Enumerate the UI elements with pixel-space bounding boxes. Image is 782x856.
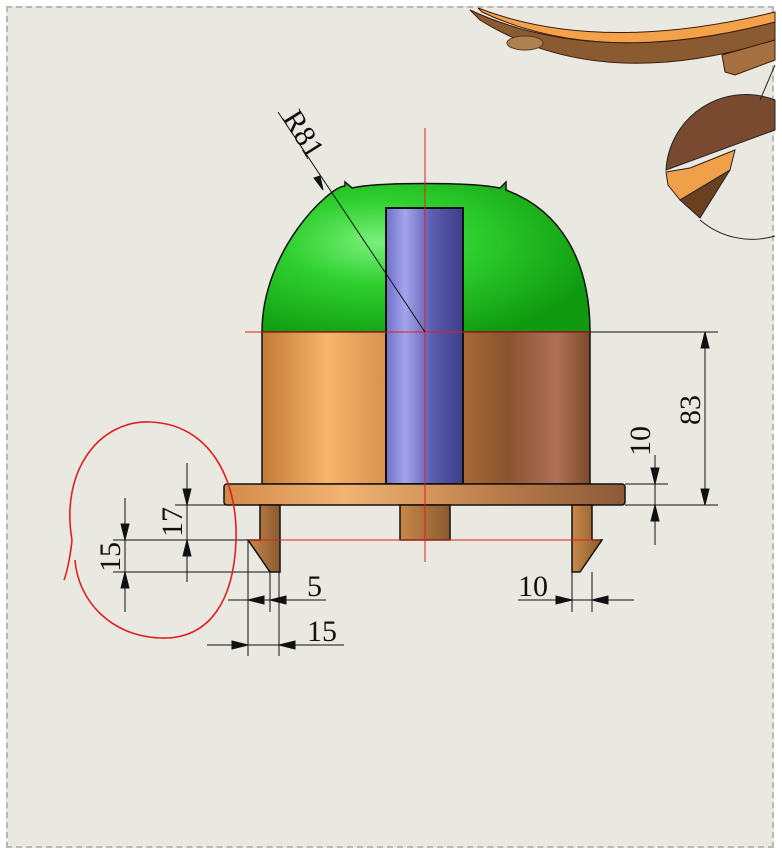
dim-flange-thickness: 10 <box>624 426 657 456</box>
dim-hook-width: 5 <box>307 570 322 603</box>
dim-right-leg-width: 10 <box>518 570 548 603</box>
dim-radius: R81 <box>276 104 330 164</box>
dim-hook-height: 15 <box>94 542 127 572</box>
dimension-lines <box>113 111 718 656</box>
dim-height-total: 83 <box>674 395 707 425</box>
upper-part-view <box>469 7 776 76</box>
dim-leg-height: 17 <box>156 507 189 537</box>
detail-view-circle <box>665 64 776 240</box>
annotation-circle <box>63 421 237 639</box>
right-leg <box>571 504 604 573</box>
left-leg <box>246 504 281 573</box>
dim-leg-overall-width: 15 <box>307 615 337 648</box>
